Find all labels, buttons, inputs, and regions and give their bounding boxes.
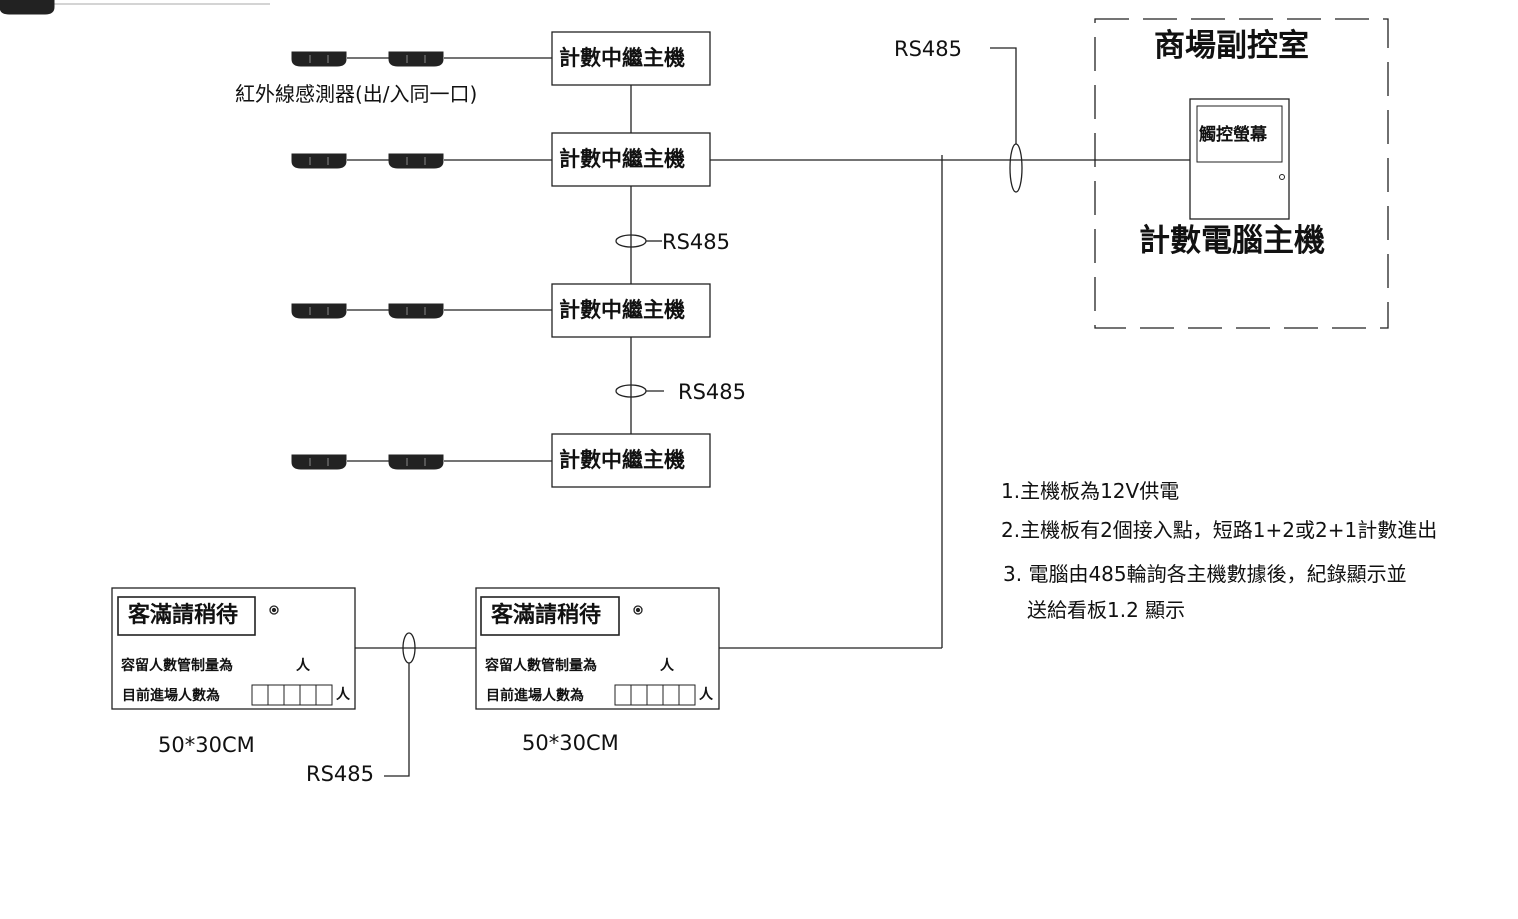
sign-2-line1: 容留人數管制量為 [485,658,597,674]
sign-2-title: 客滿請稍待 [491,603,602,628]
control-room-border [1094,18,1389,329]
rs485-label-bottom: RS485 [306,762,375,786]
sign-1-unit2: 人 [336,687,350,703]
relay-label-2: 計數中繼主機 [559,147,685,171]
touch-screen-frame [1189,98,1290,220]
computer-label: 計數電腦主機 [1139,223,1325,259]
relay-label-3: 計數中繼主機 [559,298,685,322]
infrared-sensors [0,0,444,470]
rs485-label-mid1: RS485 [662,230,731,254]
note-1: 1.主機板為12V供電 [1001,479,1180,503]
note-3-cont: 送給看板1.2 顯示 [1027,598,1186,622]
note-3: 3. 電腦由485輪詢各主機數據後，紀錄顯示並 [1003,562,1407,586]
touch-screen-label: 觸控螢幕 [1199,125,1267,145]
control-room-title: 商場副控室 [1154,28,1309,64]
relay-label-4: 計數中繼主機 [559,448,685,472]
sign-2-unit1: 人 [660,658,674,674]
sign-2-line2: 目前進場人數為 [486,688,584,704]
rs485-label-top: RS485 [894,37,963,61]
sign-1-title: 客滿請稍待 [128,603,239,628]
rs485-label-mid2: RS485 [678,380,747,404]
note-2: 2.主機板有2個接入點，短路1+2或2+1計數進出 [1001,518,1438,542]
sign-1-unit1: 人 [296,658,310,674]
sign-1-line2: 目前進場人數為 [122,688,220,704]
sign-2-unit2: 人 [699,687,713,703]
relay-label-1: 計數中繼主機 [559,46,685,70]
sign-2-size: 50*30CM [522,731,619,755]
sensor-caption: 紅外線感測器(出/入同一口) [235,82,478,106]
sign-1-line1: 容留人數管制量為 [121,658,233,674]
sign-1-size: 50*30CM [158,733,255,757]
